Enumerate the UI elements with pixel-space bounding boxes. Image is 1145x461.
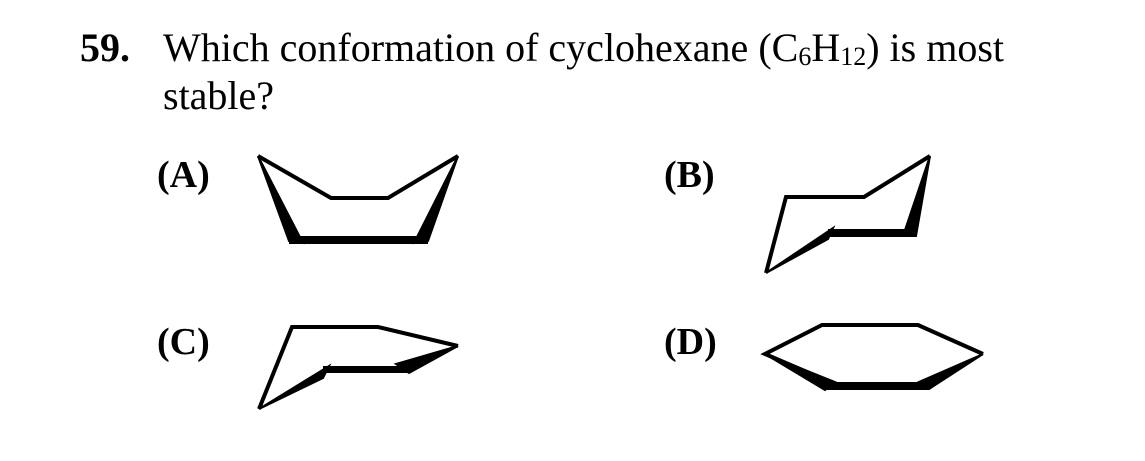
subscript-hydrogen-count: 12 [840, 42, 867, 71]
option-c-label[interactable]: (C) [157, 321, 210, 363]
question-text-end: ) is most stable? [163, 25, 1004, 118]
planar-hexagon-conformation-icon[interactable] [760, 323, 984, 392]
question-number: 59. [80, 25, 130, 70]
subscript-carbon-count: 6 [798, 42, 812, 71]
question-text-hydrogen: H [811, 25, 841, 70]
question-text-start: Which conformation of cyclohexane (C [163, 25, 799, 70]
boat-conformation-icon[interactable] [257, 154, 460, 245]
half-chair-conformation-icon[interactable] [257, 325, 459, 410]
option-d-label[interactable]: (D) [664, 321, 717, 363]
chair-conformation-icon[interactable] [764, 154, 932, 274]
option-a-label[interactable]: (A) [157, 154, 210, 196]
option-b-label[interactable]: (B) [664, 154, 715, 196]
question-text: Which conformation of cyclohexane (C6H12… [163, 24, 1113, 120]
